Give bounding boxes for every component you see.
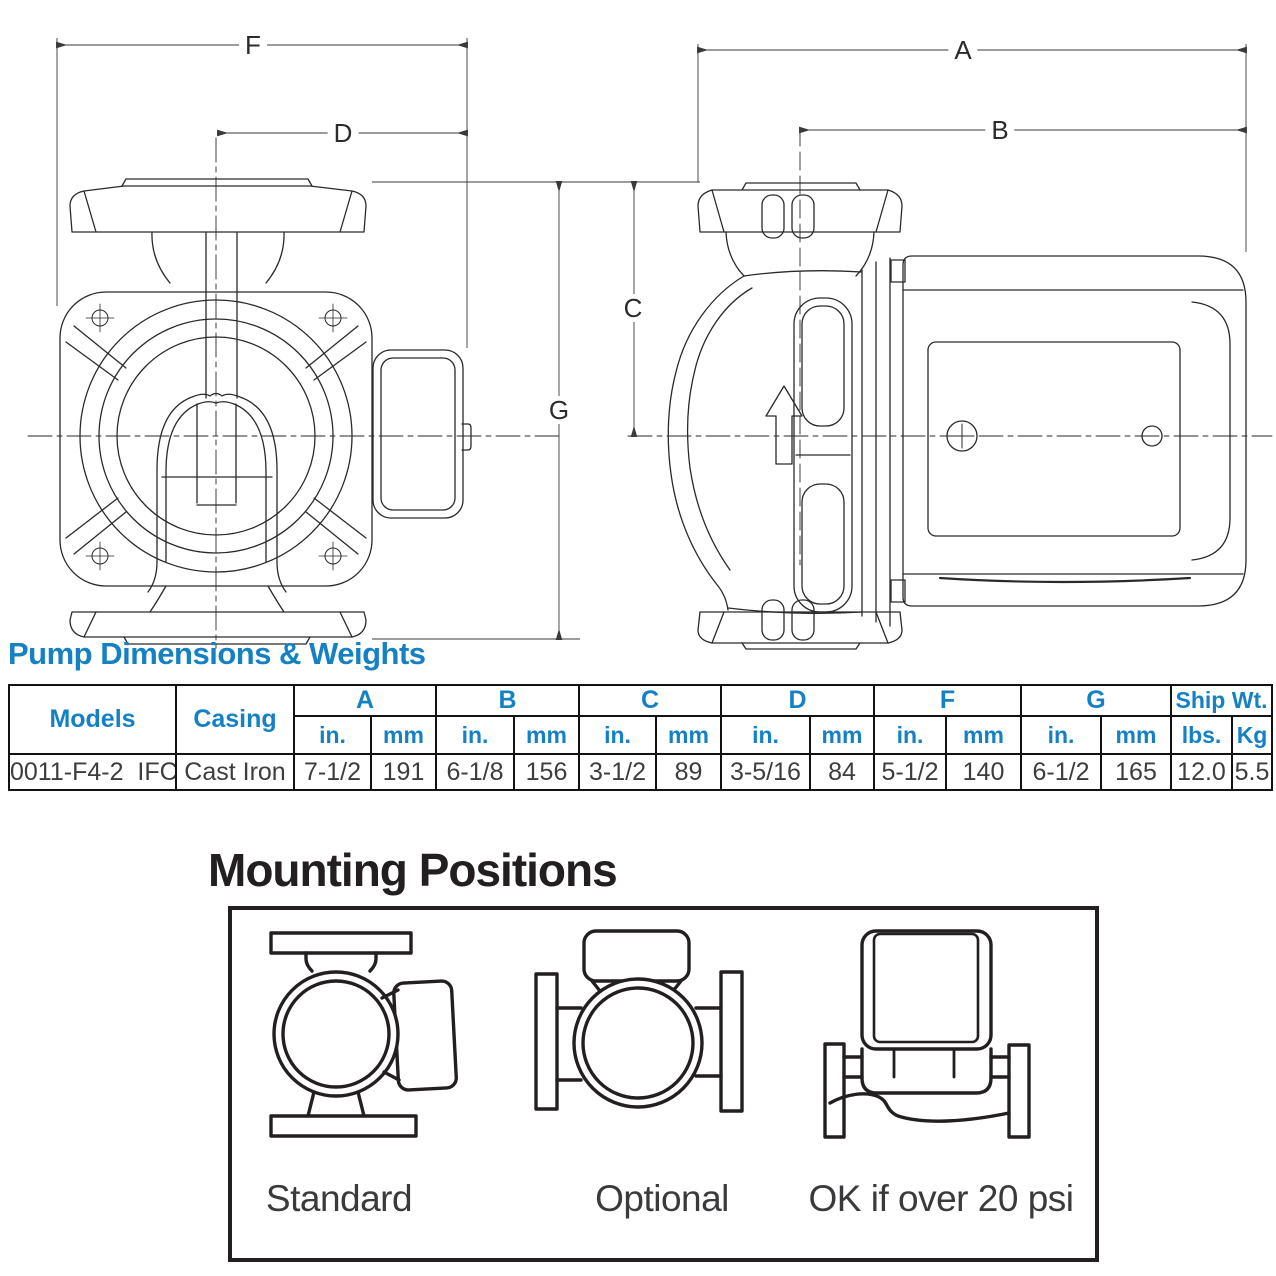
dim-label-A: A — [948, 36, 978, 64]
unit-header-mm: mm — [1099, 715, 1173, 755]
section-title-pump-dimensions: Pump Dimensions & Weights — [8, 636, 426, 671]
cell-wt-kg: 5.5 — [1231, 753, 1274, 791]
col-header-A: A — [293, 684, 437, 717]
cell-A-mm: 191 — [370, 753, 437, 791]
cell-D-mm: 84 — [809, 753, 875, 791]
mounting-label-standard: Standard — [265, 1178, 413, 1219]
pump-dimensions-table: Models Casing A B C D F G Ship Wt. in. m… — [8, 684, 1274, 791]
unit-header-mm: mm — [370, 715, 437, 755]
mounting-label-ok-over-20psi: OK if over 20 psi — [808, 1178, 1074, 1219]
cell-B-mm: 156 — [513, 753, 580, 791]
table-row: 0011-F4-2 IFC Cast Iron 7-1/2 191 6-1/8 … — [8, 753, 1274, 791]
dim-label-G: G — [542, 396, 576, 424]
mounting-positions-box: Standard Optional OK if over 20 psi — [228, 906, 1099, 1262]
cell-G-in: 6-1/2 — [1020, 753, 1102, 791]
col-header-F: F — [873, 684, 1022, 717]
mounting-standard-icon — [269, 931, 458, 1138]
mounting-ok-over-20psi-icon — [823, 929, 1031, 1139]
cell-wt-lbs: 12.0 — [1170, 753, 1234, 791]
unit-header-in: in. — [435, 715, 515, 755]
unit-header-mm: mm — [655, 715, 722, 755]
col-header-ship-wt: Ship Wt. — [1170, 684, 1274, 717]
cell-F-in: 5-1/2 — [873, 753, 947, 791]
cell-C-in: 3-1/2 — [578, 753, 657, 791]
unit-header-lbs: lbs. — [1170, 715, 1234, 755]
unit-header-mm: mm — [945, 715, 1022, 755]
col-header-casing: Casing — [175, 684, 295, 755]
col-header-G: G — [1019, 684, 1173, 717]
cell-A-in: 7-1/2 — [293, 753, 372, 791]
cell-B-in: 6-1/8 — [435, 753, 515, 791]
dim-label-C: C — [617, 294, 649, 322]
cell-G-mm: 165 — [1099, 753, 1173, 791]
col-header-D: D — [720, 684, 875, 717]
col-header-C: C — [578, 684, 722, 717]
cell-casing: Cast Iron — [175, 753, 295, 791]
unit-header-mm: mm — [513, 715, 580, 755]
mounting-optional-icon — [534, 929, 744, 1113]
cell-F-mm: 140 — [945, 753, 1022, 791]
section-title-mounting-positions: Mounting Positions — [208, 844, 618, 896]
dim-label-D: D — [327, 119, 359, 147]
cell-C-mm: 89 — [655, 753, 722, 791]
unit-header-kg: Kg — [1231, 715, 1274, 755]
col-header-models: Models — [8, 684, 177, 755]
unit-header-in: in. — [873, 715, 947, 755]
pump-drawings-svg — [27, 38, 1273, 650]
unit-header-in: in. — [293, 715, 372, 755]
cell-D-in: 3-5/16 — [720, 753, 811, 791]
unit-header-mm: mm — [809, 715, 875, 755]
dimension-drawings: F D G A B C — [27, 31, 1273, 650]
mounting-label-optional: Optional — [595, 1178, 729, 1219]
unit-header-in: in. — [578, 715, 657, 755]
mounting-icons-svg — [269, 929, 1031, 1139]
pump-side-view-drawing — [627, 127, 1273, 650]
cell-model: 0011-F4-2 IFC — [8, 753, 177, 791]
unit-header-in: in. — [720, 715, 811, 755]
pump-front-view-drawing — [27, 137, 561, 649]
dim-label-F: F — [239, 31, 267, 59]
col-header-B: B — [435, 684, 580, 717]
dim-label-B: B — [985, 116, 1015, 144]
unit-header-in: in. — [1020, 715, 1102, 755]
